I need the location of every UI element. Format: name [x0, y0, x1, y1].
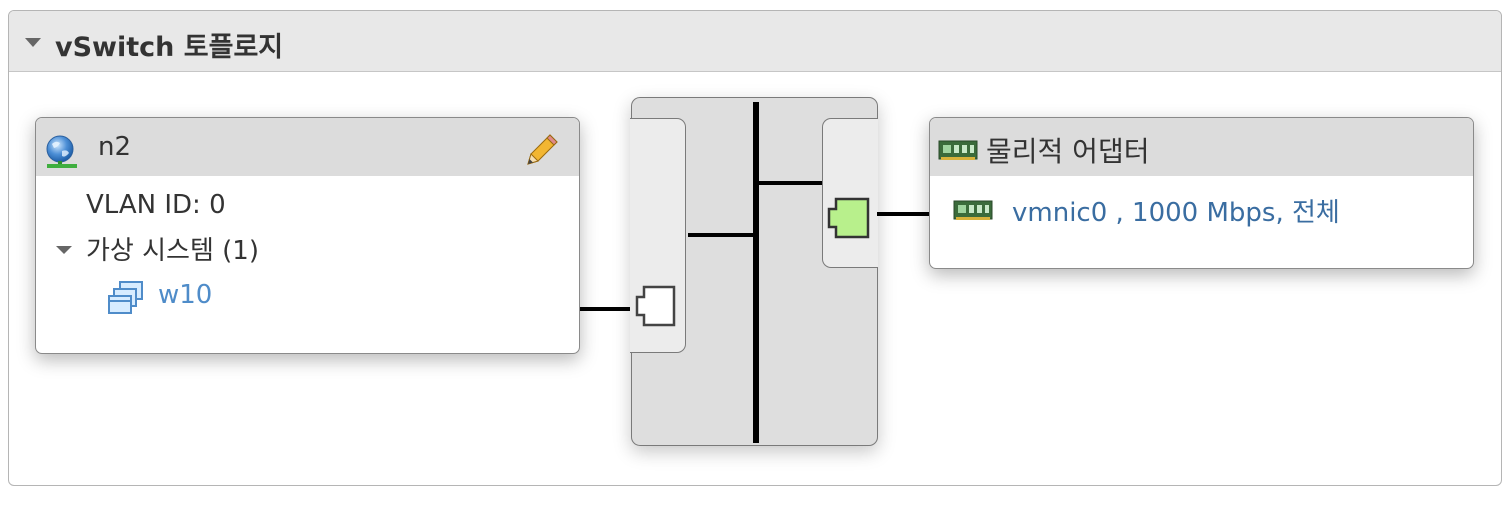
vlan-id: VLAN ID: 0 — [86, 190, 226, 220]
vswitch-body — [630, 97, 878, 446]
panel-title: vSwitch 토플로지 — [55, 32, 284, 63]
vm-section-label[interactable]: 가상 시스템 (1) — [86, 236, 259, 266]
port-group-bay — [630, 118, 686, 353]
port-icon — [635, 285, 677, 331]
uplink-connector-line — [877, 212, 930, 216]
vm-section-caret-icon[interactable] — [56, 246, 72, 254]
port-group-name: n2 — [98, 132, 132, 162]
uplink-bay — [822, 118, 878, 268]
port-group-header: n2 — [36, 118, 579, 176]
network-globe-icon — [44, 134, 80, 174]
virtual-machine-icon[interactable] — [108, 280, 148, 320]
switch-backbone-line — [753, 102, 759, 443]
pencil-icon[interactable] — [522, 130, 560, 172]
physical-adapter-title: 물리적 어댑터 — [986, 135, 1150, 168]
port-group-card: n2 VLAN ID: 0 가상 시스템 (1) w10 — [35, 117, 580, 354]
vm-link[interactable]: w10 — [158, 280, 213, 310]
physical-adapter-card: 물리적 어댑터 vmnic0 , 1000 Mbps, 전체 — [929, 117, 1474, 269]
collapse-caret-icon[interactable] — [25, 38, 41, 47]
nic-link[interactable]: vmnic0 , 1000 Mbps, 전체 — [1012, 198, 1340, 228]
switch-right-link — [756, 181, 822, 185]
nic-card-icon — [938, 140, 978, 166]
port-active-icon — [827, 197, 871, 243]
nic-card-icon — [953, 200, 993, 226]
physical-adapter-header: 물리적 어댑터 — [930, 118, 1473, 176]
panel-header[interactable]: vSwitch 토플로지 — [9, 11, 1501, 72]
connector-line — [580, 307, 632, 311]
switch-left-link — [688, 233, 756, 237]
